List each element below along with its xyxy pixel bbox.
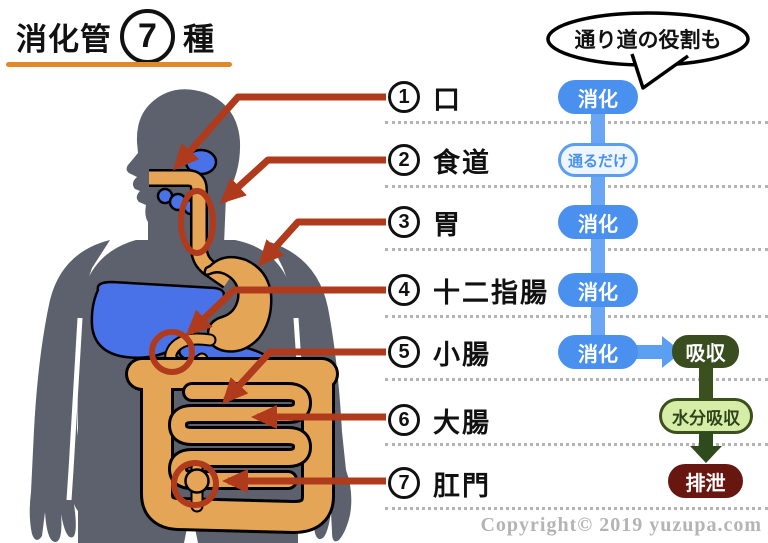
organ-name: 胃: [433, 209, 462, 240]
anus-highlight-circle: [171, 460, 219, 508]
page-title: 消化管 7 種: [16, 6, 215, 66]
separator-line: [385, 248, 768, 251]
organ-number: 1: [388, 81, 420, 113]
title-count-circle: 7: [120, 8, 175, 64]
title-prefix: 消化管: [16, 21, 112, 57]
flow-pill-absorption: 吸収: [672, 335, 739, 368]
organ-row-small-intestine: 5 小腸: [388, 335, 491, 370]
speech-bubble: [546, 11, 750, 90]
flow-pill-pass-esophagus: 通るだけ: [558, 143, 638, 177]
flow-connector-green: [699, 366, 713, 400]
flow-pill-digest-mouth: 消化: [558, 80, 638, 114]
organ-name: 大腸: [433, 407, 491, 438]
arrow-to-esophagus: [219, 156, 386, 205]
body-diagram: [29, 89, 386, 543]
duodenum-highlight-circle: [149, 329, 195, 375]
copyright-text: Copyright© 2019 yuzupa.com: [480, 514, 762, 536]
separator-line: [385, 121, 768, 124]
flow-pill-excretion: 排泄: [668, 464, 743, 498]
organ-row-large-intestine: 6 大腸: [388, 403, 491, 438]
organ-number: 5: [388, 336, 420, 368]
speech-bubble-tail-fill: [632, 54, 688, 88]
speech-bubble-tail-outline: [630, 53, 690, 90]
left-arm-shape: [29, 240, 110, 543]
flow-arrow-down-shaft: [699, 432, 713, 447]
organ-number: 3: [388, 206, 420, 238]
flow-pill-digest-duodenum: 消化: [558, 273, 638, 307]
esophagus-shape: [149, 171, 232, 287]
separator-line: [385, 315, 768, 318]
title-suffix: 種: [183, 21, 215, 57]
organ-name: 肛門: [433, 470, 491, 501]
arrow-to-mouth: [173, 93, 386, 171]
organ-name: 小腸: [433, 339, 491, 370]
flow-pill-digest-small-intestine: 消化: [558, 335, 638, 369]
flow-arrow-right-shaft: [636, 345, 664, 359]
organ-row-duodenum: 4 十二指腸: [388, 273, 549, 308]
organ-row-esophagus: 2 食道: [388, 143, 491, 178]
flow-pill-digest-stomach: 消化: [558, 205, 638, 239]
arm-gap-left: [66, 317, 83, 501]
organ-row-mouth: 1 口: [388, 80, 462, 115]
organ-name: 口: [433, 84, 462, 115]
small-intestine-shape: [171, 385, 309, 487]
separator-line: [385, 185, 768, 188]
liver-shape: [90, 280, 226, 359]
title-underline: [6, 62, 232, 67]
organ-number: 4: [388, 274, 420, 306]
esophagus-highlight-oval: [178, 188, 216, 256]
organ-row-anus: 7 肛門: [388, 466, 491, 501]
separator-line: [385, 378, 768, 381]
speech-bubble-text: 通り道の役割も: [574, 29, 722, 52]
organ-row-stomach: 3 胃: [388, 205, 462, 240]
organ-number: 2: [388, 144, 420, 176]
organ-name: 食道: [433, 147, 491, 178]
separator-line: [385, 443, 768, 446]
organ-number: 7: [388, 467, 420, 499]
organ-name: 十二指腸: [433, 277, 549, 308]
flow-arrow-down-icon: [690, 446, 722, 463]
arrow-to-stomach: [257, 218, 386, 267]
separator-line: [385, 507, 768, 510]
arrow-to-small-intestine: [221, 348, 386, 405]
organ-number: 6: [388, 404, 420, 436]
anus-shape: [184, 468, 210, 494]
flow-pill-water-absorption: 水分吸収: [659, 398, 753, 434]
arrow-to-duodenum: [185, 286, 386, 337]
